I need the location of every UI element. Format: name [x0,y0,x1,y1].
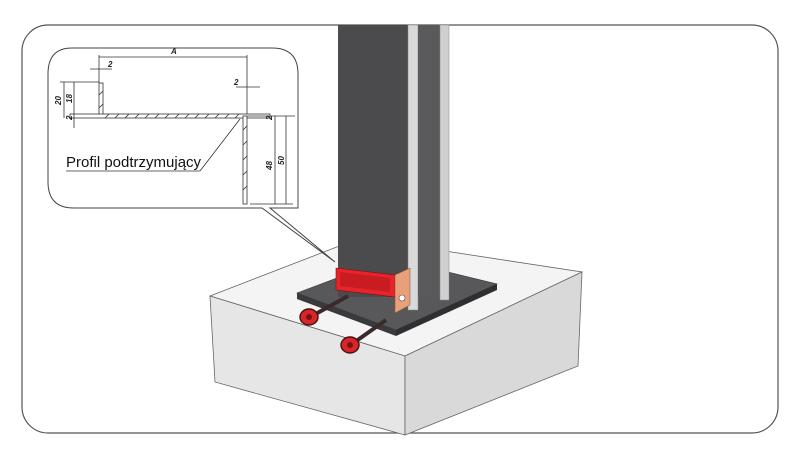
dimension-base-right: 2 [265,115,274,121]
steel-column [338,24,450,311]
dimension-height-outer: 20 [54,96,63,106]
dimension-thickness-right: 2 [233,78,239,87]
dimension-height-inner: 18 [65,94,74,103]
dimension-thickness-top: 2 [107,60,113,69]
profile-label: Profil podtrzymujący [66,154,202,171]
detail-callout: A 2 2 20 18 2 2 48 50 Profil podtrzymują… [47,47,336,263]
anchor-bolt [299,294,349,326]
support-profile-block [335,267,411,314]
dimension-leg-inner: 48 [265,161,274,171]
dimension-leg-outer: 50 [277,156,286,165]
anchor-bolt [340,318,388,354]
dimension-a: A [170,47,177,56]
dimension-base-left: 2 [65,115,74,121]
profile-section-drawing [60,55,295,205]
